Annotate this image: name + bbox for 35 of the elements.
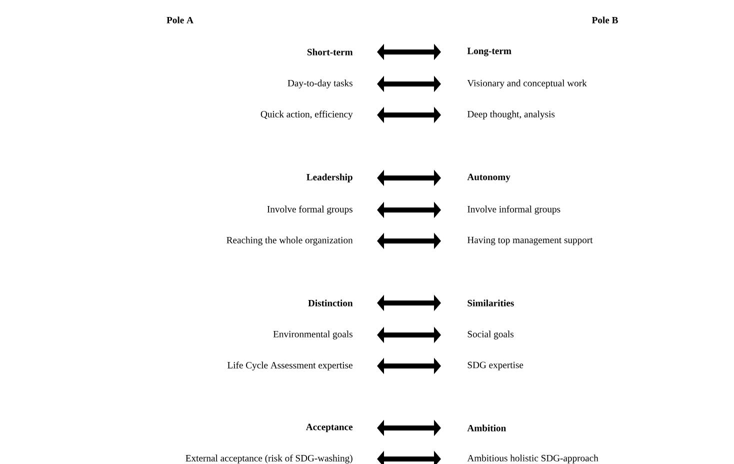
heading-text: Long-term [467,48,512,56]
pole-text: Ambitious holistic SDG-approach [467,454,598,464]
pole-text: Visionary and conceptual work [467,80,587,88]
double-arrow [377,170,441,186]
heading-text: Autonomy [467,174,510,182]
double-arrow [377,44,441,60]
pole-text: Reaching the whole organization [226,236,353,246]
double-arrow [377,450,441,464]
double-arrow [377,420,441,436]
heading-text: Distinction [308,300,353,306]
double-arrow [377,232,441,250]
pole-text: Social goals [468,330,514,340]
double-arrow [377,202,441,218]
pole-text: SDG expertise [468,362,524,370]
double-arrow [377,358,441,374]
column-heading: Pole B [592,16,618,24]
double-arrow [377,76,441,92]
heading-text: Ambition [467,424,506,432]
column-heading: Pole A [166,16,194,24]
double-arrow [377,294,441,312]
pole-text: Day-to-day tasks [288,80,352,88]
pole-text: External acceptance (risk of SDG-washing) [186,454,352,464]
heading-text: Leadership [306,174,352,182]
heading-text: Similarities [468,300,514,306]
heading-text: Short-term [307,48,353,56]
heading-text: Acceptance [306,424,353,432]
pole-text: Having top management support [467,236,593,246]
pole-text: Quick action, efficiency [260,110,353,120]
pole-text: Involve formal groups [267,206,352,214]
double-arrow [377,326,441,344]
double-arrow [377,106,441,124]
pole-text: Involve informal groups [468,206,560,214]
pole-text: Environmental goals [273,330,352,340]
pole-text: Life Cycle Assessment expertise [228,362,352,370]
pole-text: Deep thought, analysis [467,110,555,120]
